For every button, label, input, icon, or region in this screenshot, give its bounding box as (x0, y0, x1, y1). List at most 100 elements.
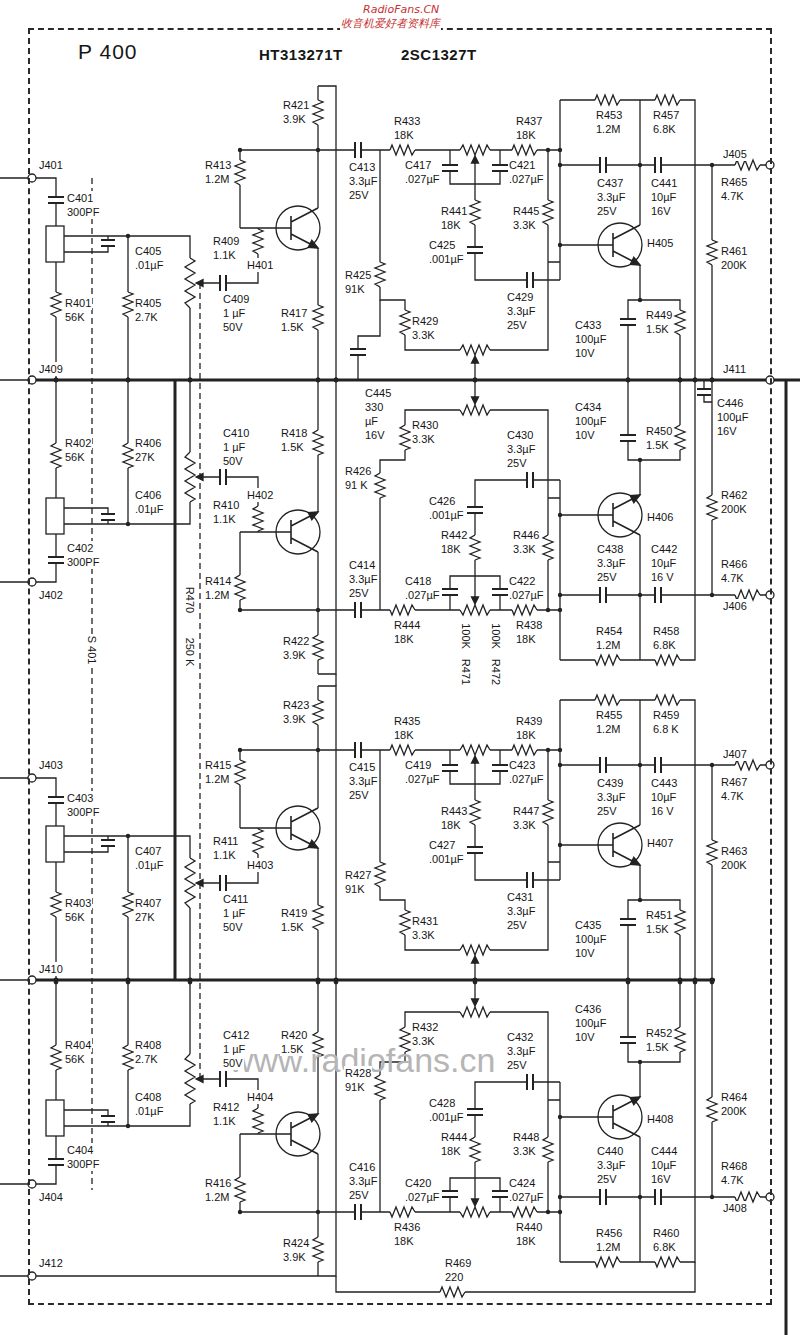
board-name: P 400 (78, 40, 138, 64)
part-number: C434 (574, 400, 602, 414)
part-number: J407 (722, 747, 748, 761)
value-label: 3.3K (512, 1144, 537, 1158)
part-number: C435 (574, 918, 602, 932)
part-number: R444 (393, 618, 421, 632)
value-label: 10µF (650, 556, 677, 570)
part-number: R465 (720, 175, 748, 189)
value-label: 1.2M (204, 1190, 230, 1204)
part-number: C422 (508, 574, 536, 588)
value-label: 330 (364, 400, 384, 414)
part-number: R429 (411, 314, 439, 328)
part-number: R425 (344, 268, 372, 282)
part-number: R408 (134, 1038, 162, 1052)
value-label: 25V (596, 1172, 618, 1186)
value-label: 1.1K (212, 848, 237, 862)
ground-rail (36, 380, 800, 1335)
part-number: R453 (595, 108, 623, 122)
part-number: H406 (646, 510, 674, 524)
part-number: R419 (280, 906, 308, 920)
value-label: 4.7K (720, 789, 745, 803)
value-label: 25V (348, 188, 370, 202)
value-label: 16V (364, 428, 386, 442)
part-number: H402 (246, 488, 274, 502)
value-label: 250 K (183, 637, 197, 668)
value-label: 1.1K (212, 248, 237, 262)
part-number: R427 (344, 868, 372, 882)
value-label: 1.2M (595, 638, 621, 652)
part-number: R462 (720, 488, 748, 502)
value-label: .01µF (134, 502, 164, 516)
part-number: J408 (722, 1201, 748, 1215)
value-label: 1 µF (222, 440, 246, 454)
part-number: J411 (722, 362, 747, 376)
value-label: 6.8K (652, 1240, 677, 1254)
value-label: 50V (222, 920, 244, 934)
part-number: R428 (344, 1066, 372, 1080)
device-type: 2SC1327T (400, 46, 478, 64)
part-number: C446 (716, 396, 744, 410)
part-number: R432 (411, 1020, 439, 1034)
part-number: R442 (440, 528, 468, 542)
part-number: C445 (364, 386, 392, 400)
part-number: R426 (344, 464, 372, 478)
part-number: H401 (246, 258, 274, 272)
part-number: R440 (515, 1220, 543, 1234)
part-number: R405 (134, 296, 162, 310)
channel-circuit (0, 86, 774, 382)
value-label: 4.7K (720, 1173, 745, 1187)
part-number: C441 (650, 176, 678, 190)
value-label: 3.3µF (348, 774, 378, 788)
part-number: C442 (650, 542, 678, 556)
part-number: C412 (222, 1028, 250, 1042)
part-number: C402 (66, 541, 94, 555)
value-label: 2.7K (134, 1052, 159, 1066)
part-number: C427 (428, 838, 456, 852)
part-number: R459 (652, 708, 680, 722)
value-label: 2.7K (134, 310, 159, 324)
value-label: 100µF (574, 332, 607, 346)
part-number: C443 (650, 776, 678, 790)
part-number: R472 (489, 658, 503, 686)
part-number: R410 (212, 498, 240, 512)
value-label: 91K (344, 1080, 366, 1094)
part-number: R458 (652, 624, 680, 638)
value-label: 300PF (66, 1157, 100, 1171)
value-label: 18K (515, 128, 537, 142)
value-label: 6.8K (652, 638, 677, 652)
part-number: R404 (64, 1038, 92, 1052)
part-number: J404 (38, 1190, 64, 1204)
part-number: C438 (596, 542, 624, 556)
value-label: 6.8 K (652, 722, 680, 736)
part-number: C426 (428, 494, 456, 508)
value-label: 100µF (716, 410, 749, 424)
value-label: 10V (574, 346, 596, 360)
part-number: C433 (574, 318, 602, 332)
value-label: 18K (515, 1234, 537, 1248)
part-number: C439 (596, 776, 624, 790)
part-number: R435 (393, 714, 421, 728)
value-label: 25V (348, 1188, 370, 1202)
value-label: 25V (506, 318, 528, 332)
value-label: 200K (720, 1104, 748, 1118)
part-number: H403 (246, 858, 274, 872)
part-number: R414 (204, 574, 232, 588)
part-number: J412 (38, 1256, 64, 1270)
part-number: R466 (720, 557, 748, 571)
part-number: R438 (515, 618, 543, 632)
part-number: R436 (393, 1220, 421, 1234)
value-label: 25V (348, 788, 370, 802)
part-number: J405 (722, 147, 748, 161)
value-label: 1.2M (595, 122, 621, 136)
part-number: R411 (212, 834, 239, 848)
part-number: R451 (645, 908, 673, 922)
value-label: 1.2M (204, 172, 230, 186)
part-number: R456 (595, 1226, 623, 1240)
part-number: C405 (134, 244, 162, 258)
value-label: 50V (222, 454, 244, 468)
value-label: .01µF (134, 1104, 164, 1118)
part-number: C440 (596, 1144, 624, 1158)
value-label: 56K (64, 310, 86, 324)
value-label: S 401 (85, 635, 99, 666)
value-label: 3.3K (512, 818, 537, 832)
